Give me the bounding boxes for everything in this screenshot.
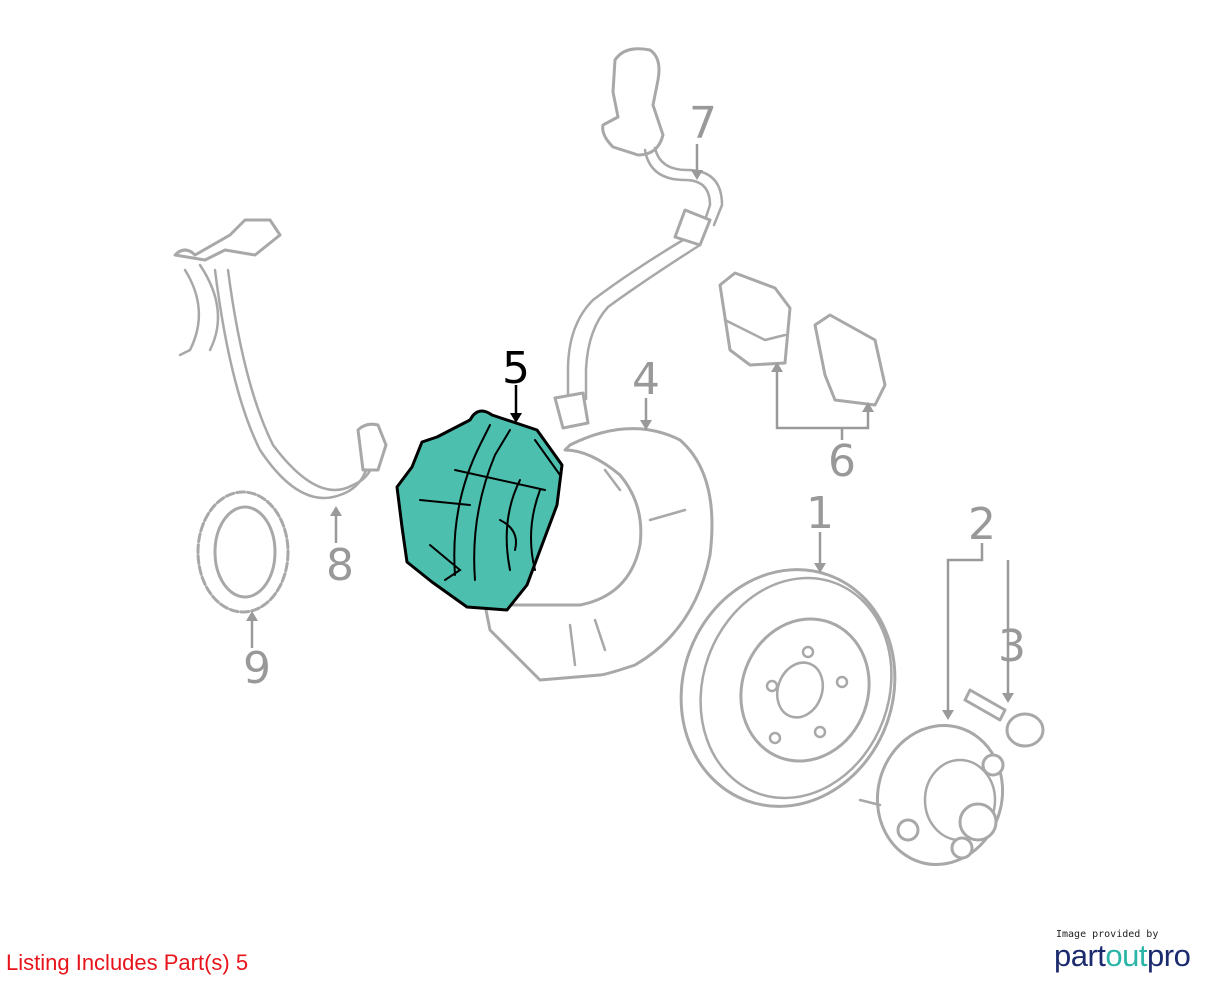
partoutpro-credit: Image provided by partoutpro xyxy=(1054,929,1204,972)
listing-includes-text: Listing Includes Part(s) 5 xyxy=(6,950,249,975)
callout-9[interactable]: 9 xyxy=(243,643,271,694)
rotor-part-1[interactable] xyxy=(648,539,927,836)
caliper-part-5-highlighted[interactable] xyxy=(395,409,564,612)
leader-lines xyxy=(246,144,1014,720)
abs-sensor-part-8[interactable] xyxy=(173,218,388,500)
brand-out: out xyxy=(1105,938,1148,973)
brake-pads-part-6[interactable] xyxy=(718,271,887,407)
callout-2[interactable]: 2 xyxy=(968,499,996,550)
callout-3[interactable]: 3 xyxy=(998,621,1026,672)
callout-5[interactable]: 5 xyxy=(502,343,530,394)
callout-8[interactable]: 8 xyxy=(326,540,354,591)
callout-6[interactable]: 6 xyxy=(828,436,856,487)
callout-1[interactable]: 1 xyxy=(806,488,834,539)
callout-7[interactable]: 7 xyxy=(689,98,717,149)
brand-part: part xyxy=(1054,938,1106,973)
tone-ring-part-9[interactable] xyxy=(196,490,290,614)
splash-shield-part-4[interactable] xyxy=(483,427,714,682)
callout-4[interactable]: 4 xyxy=(632,354,660,405)
wheel-stud-part-3[interactable] xyxy=(963,688,1045,748)
callout-labels: 1 2 3 4 5 6 7 8 9 xyxy=(243,98,1026,694)
brand-pro: pro xyxy=(1147,938,1191,973)
credit-caption: Image provided by xyxy=(1056,929,1159,940)
brake-hose-part-7[interactable] xyxy=(553,47,724,430)
partoutpro-logo: partoutpro xyxy=(1054,940,1204,972)
hub-part-2[interactable] xyxy=(858,711,1018,878)
